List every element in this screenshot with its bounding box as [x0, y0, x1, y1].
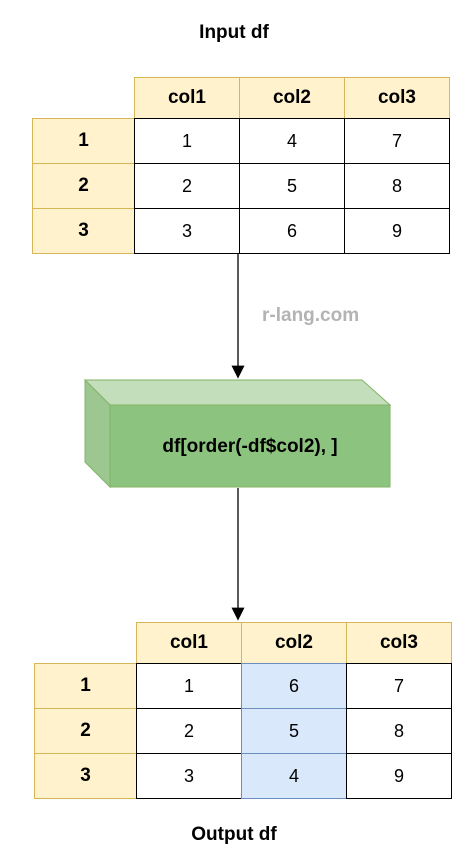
- operation-box-side-face: [84, 378, 111, 489]
- input-cell: 6: [239, 208, 345, 254]
- output-df-title: Output df: [191, 824, 277, 845]
- input-cell: 2: [134, 163, 240, 209]
- operation-box-top-face: [83, 379, 392, 406]
- input-cell: 7: [344, 118, 450, 164]
- output-cell-highlighted: 5: [241, 708, 347, 754]
- output-cell: 7: [346, 663, 452, 709]
- operation-label: df[order(-df$col2), ]: [162, 436, 338, 457]
- input-row-label: 3: [32, 208, 135, 254]
- output-cell-highlighted: 4: [241, 753, 347, 799]
- output-cell: 3: [136, 753, 242, 799]
- input-cell: 3: [134, 208, 240, 254]
- input-header-col2: col2: [239, 77, 345, 119]
- output-row-label: 3: [34, 753, 137, 799]
- output-cell: 9: [346, 753, 452, 799]
- input-cell: 8: [344, 163, 450, 209]
- output-header-col2: col2: [241, 622, 347, 664]
- input-row-label: 1: [32, 118, 135, 164]
- input-row-label: 2: [32, 163, 135, 209]
- operation-box-3d: [83, 378, 392, 489]
- output-header-col1: col1: [136, 622, 242, 664]
- output-row-label: 2: [34, 708, 137, 754]
- input-header-col3: col3: [344, 77, 450, 119]
- output-cell-highlighted: 6: [241, 663, 347, 709]
- input-header-col1: col1: [134, 77, 240, 119]
- watermark-text: r-lang.com: [262, 305, 360, 326]
- output-cell: 8: [346, 708, 452, 754]
- input-cell: 5: [239, 163, 345, 209]
- output-row-label: 1: [34, 663, 137, 709]
- input-cell: 1: [134, 118, 240, 164]
- input-df-title: Input df: [199, 22, 269, 43]
- output-header-col3: col3: [346, 622, 452, 664]
- output-cell: 2: [136, 708, 242, 754]
- input-cell: 9: [344, 208, 450, 254]
- output-cell: 1: [136, 663, 242, 709]
- input-cell: 4: [239, 118, 345, 164]
